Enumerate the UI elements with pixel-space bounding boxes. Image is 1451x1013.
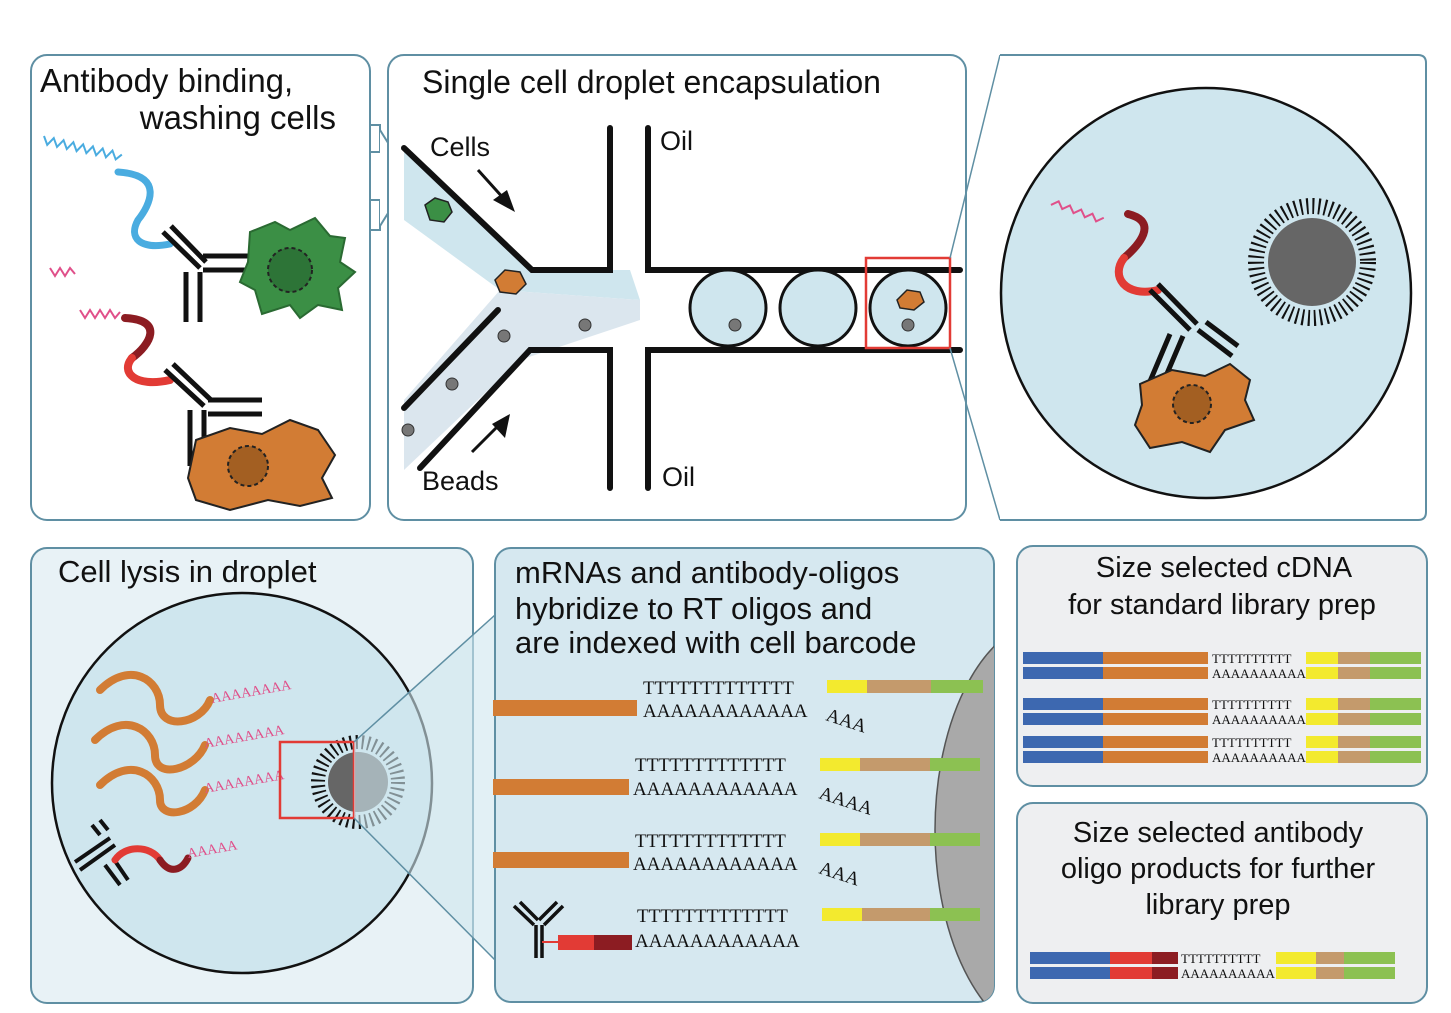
zoom-lines bbox=[353, 614, 496, 961]
oligo-t-sequence: TTTTTTTTTTTTT bbox=[637, 906, 788, 927]
cdna-a-sequence: AAAAAAAAAA bbox=[1212, 666, 1306, 681]
hybridize-title-line2: hybridize to RT oligos and bbox=[515, 591, 872, 626]
bead-surface bbox=[934, 619, 994, 1002]
handle-segment bbox=[930, 758, 980, 771]
cdna-a-sequence: AAAAAAAAAA bbox=[1212, 712, 1306, 727]
cdna-product: TTTTTTTTTT AAAAAAAAAA bbox=[1023, 651, 1421, 681]
cells-flow-arrow bbox=[476, 168, 515, 212]
blue-oligo-linker bbox=[114, 168, 174, 249]
umi-segment bbox=[862, 908, 930, 921]
antibody-icon bbox=[512, 900, 565, 958]
bead-in-droplet bbox=[728, 318, 742, 332]
handle-segment bbox=[931, 680, 983, 693]
microfluidic-channel bbox=[401, 125, 963, 491]
oil-bottom-label: Oil bbox=[662, 462, 695, 492]
antibody-panel-title-line1: Antibody binding, bbox=[40, 62, 293, 99]
bead-with-oligos bbox=[1248, 198, 1376, 326]
red-oligo-segment bbox=[558, 935, 594, 950]
mrna-segment bbox=[493, 779, 629, 795]
oligo-t-sequence: TTTTTTTTTTTTT bbox=[643, 678, 794, 699]
dark-red-oligo-segment bbox=[156, 854, 192, 873]
antibody-icon bbox=[1145, 282, 1240, 391]
blue-polyA-tail bbox=[43, 135, 123, 162]
handle-segment bbox=[930, 908, 980, 921]
mrna-segment bbox=[493, 852, 629, 868]
beads-flow-arrow bbox=[470, 414, 510, 454]
cells-channel-fill bbox=[404, 150, 640, 300]
oligo-a-sequence: AAAAAAAAAAAA bbox=[635, 931, 800, 952]
hybridize-title-line3: are indexed with cell barcode bbox=[515, 625, 917, 660]
beads-label: Beads bbox=[422, 466, 499, 496]
dark-red-oligo-segment bbox=[594, 935, 632, 950]
red-oligo-segment bbox=[111, 845, 164, 864]
panel-antibody-binding: Antibody binding, washing cells bbox=[30, 54, 371, 521]
orange-cell-nucleus bbox=[227, 445, 269, 487]
orange-cell bbox=[494, 269, 527, 295]
zoom-lines bbox=[949, 54, 1001, 521]
ab-products-title-line3: library prep bbox=[1145, 889, 1290, 921]
barcode-segment bbox=[820, 833, 860, 846]
zoom-droplet-circle bbox=[999, 86, 1413, 500]
barcode-segment bbox=[827, 680, 867, 693]
mrna-segment bbox=[493, 700, 637, 716]
panel-cell-lysis: Cell lysis in droplet AAAAAAAA AAAAAAAA … bbox=[30, 547, 474, 1004]
ab-products-title-line1: Size selected antibody bbox=[1073, 817, 1364, 849]
ab-a-sequence: AAAAAAAAAA bbox=[1181, 966, 1275, 981]
cdna-product: TTTTTTTTTT AAAAAAAAAA bbox=[1023, 697, 1421, 727]
oligo-t-sequence: TTTTTTTTTTTTT bbox=[635, 831, 786, 852]
beads-channel-fill bbox=[404, 290, 640, 470]
antibody-panel-title-line2: washing cells bbox=[139, 99, 336, 136]
panel-hybridize: mRNAs and antibody-oligos hybridize to R… bbox=[493, 547, 995, 1003]
dark-red-oligo-segment bbox=[1120, 210, 1149, 262]
pink-polyA-tail bbox=[49, 266, 76, 278]
lysis-panel-title: Cell lysis in droplet bbox=[58, 554, 317, 589]
pink-polyA-tail bbox=[1050, 200, 1105, 223]
dark-red-oligo-segment bbox=[121, 314, 155, 362]
oligo-t-sequence: TTTTTTTTTTTTT bbox=[635, 755, 786, 776]
barcode-segment bbox=[822, 908, 862, 921]
cdna-t-sequence: TTTTTTTTTT bbox=[1212, 735, 1291, 750]
beads bbox=[401, 318, 592, 437]
pink-polyA-tail bbox=[79, 308, 121, 320]
handle-segment bbox=[930, 833, 980, 846]
barcode-segment bbox=[820, 758, 860, 771]
red-oligo-segment bbox=[123, 354, 174, 387]
umi-segment bbox=[860, 833, 930, 846]
hybridize-title-line1: mRNAs and antibody-oligos bbox=[515, 555, 899, 590]
encapsulation-panel-title: Single cell droplet encapsulation bbox=[422, 64, 881, 100]
cdna-title-line2: for standard library prep bbox=[1068, 589, 1376, 621]
panel-cdna: Size selected cDNA for standard library … bbox=[1016, 545, 1428, 787]
cells-label: Cells bbox=[430, 132, 490, 162]
panel-droplet-encapsulation: Single cell droplet encapsulation Cells … bbox=[387, 54, 967, 521]
ab-t-sequence: TTTTTTTTTT bbox=[1181, 951, 1260, 966]
zoom-highlight-box bbox=[864, 256, 952, 350]
umi-segment bbox=[867, 680, 931, 693]
oligo-a-sequence: AAAAAAAAAAAA bbox=[633, 854, 798, 875]
cdna-t-sequence: TTTTTTTTTT bbox=[1212, 697, 1291, 712]
oligo-a-sequence: AAAAAAAAAAAA bbox=[643, 701, 808, 722]
cdna-a-sequence: AAAAAAAAAA bbox=[1212, 750, 1306, 765]
oil-top-label: Oil bbox=[660, 126, 693, 156]
zoom-wedge bbox=[354, 615, 495, 960]
oligo-a-sequence: AAAAAAAAAAAA bbox=[633, 779, 798, 800]
cdna-t-sequence: TTTTTTTTTT bbox=[1212, 651, 1291, 666]
mrna-strands bbox=[91, 670, 214, 817]
umi-segment bbox=[860, 758, 930, 771]
orange-cell-nucleus bbox=[1172, 384, 1212, 424]
green-cell-nucleus bbox=[267, 247, 313, 293]
bead-in-droplet bbox=[901, 318, 915, 332]
panel-antibody-products: Size selected antibody oligo products fo… bbox=[1016, 802, 1428, 1004]
ab-products-title-line2: oligo products for further bbox=[1061, 853, 1376, 885]
cdna-title-line1: Size selected cDNA bbox=[1096, 552, 1353, 584]
cdna-product: TTTTTTTTTT AAAAAAAAAA bbox=[1023, 735, 1421, 765]
green-cell bbox=[424, 197, 453, 223]
antibody-icon bbox=[73, 818, 130, 887]
panel-zoom-droplet bbox=[999, 54, 1427, 521]
panel-connector bbox=[370, 124, 381, 231]
antibody-oligo-product: TTTTTTTTTT AAAAAAAAAA bbox=[1030, 951, 1395, 981]
cell-in-droplet bbox=[896, 289, 925, 311]
